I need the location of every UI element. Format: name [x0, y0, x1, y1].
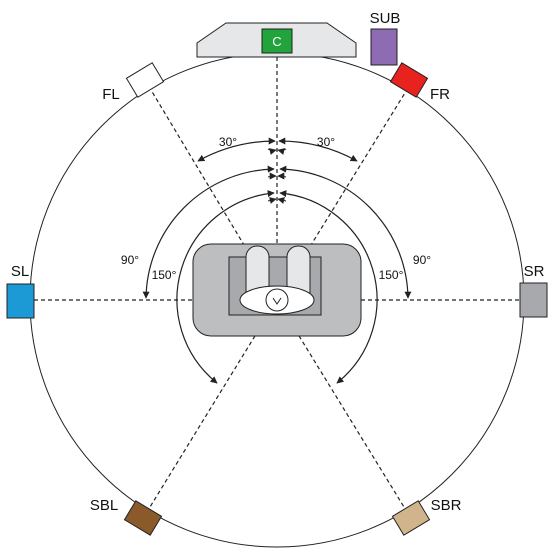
surround-right-speaker — [519, 282, 548, 318]
center-speaker-label: C — [272, 34, 281, 49]
subwoofer-box — [370, 28, 398, 66]
center-speaker: C — [196, 22, 357, 58]
axis-back-right — [276, 299, 405, 508]
surround-left-speaker — [6, 283, 35, 319]
angle-arcs — [142, 137, 412, 384]
angle-label-back-right: 150° — [379, 268, 404, 282]
front-left-speaker — [125, 62, 165, 98]
arc-90-right — [279, 165, 412, 299]
surround-back-left-speaker — [123, 500, 163, 536]
arc-150-left — [176, 190, 275, 384]
sofa — [192, 243, 362, 337]
center-speaker-box — [261, 28, 293, 54]
front-left-label: FL — [102, 86, 120, 103]
front-right-speaker — [389, 62, 429, 98]
arc-90-left — [142, 165, 275, 299]
arc-30-left — [197, 137, 276, 162]
angle-label-front-right: 30° — [317, 135, 335, 149]
listener-head — [265, 288, 289, 312]
surround-back-right-label: SBR — [431, 497, 462, 514]
angle-label-side-right: 90° — [413, 253, 431, 267]
surround-back-right-speaker — [391, 500, 431, 536]
angle-label-front-left: 30° — [219, 135, 237, 149]
arc-30-right — [278, 137, 358, 162]
angle-label-back-left: 150° — [152, 268, 177, 282]
angle-label-side-left: 90° — [121, 253, 139, 267]
surround-right-label: SR — [524, 263, 545, 280]
subwoofer-label: SUB — [370, 10, 401, 27]
front-right-label: FR — [430, 86, 450, 103]
surround-left-label: SL — [11, 263, 29, 280]
arc-150-right — [279, 190, 378, 384]
surround-back-left-label: SBL — [90, 497, 118, 514]
axis-back-left — [149, 299, 278, 508]
